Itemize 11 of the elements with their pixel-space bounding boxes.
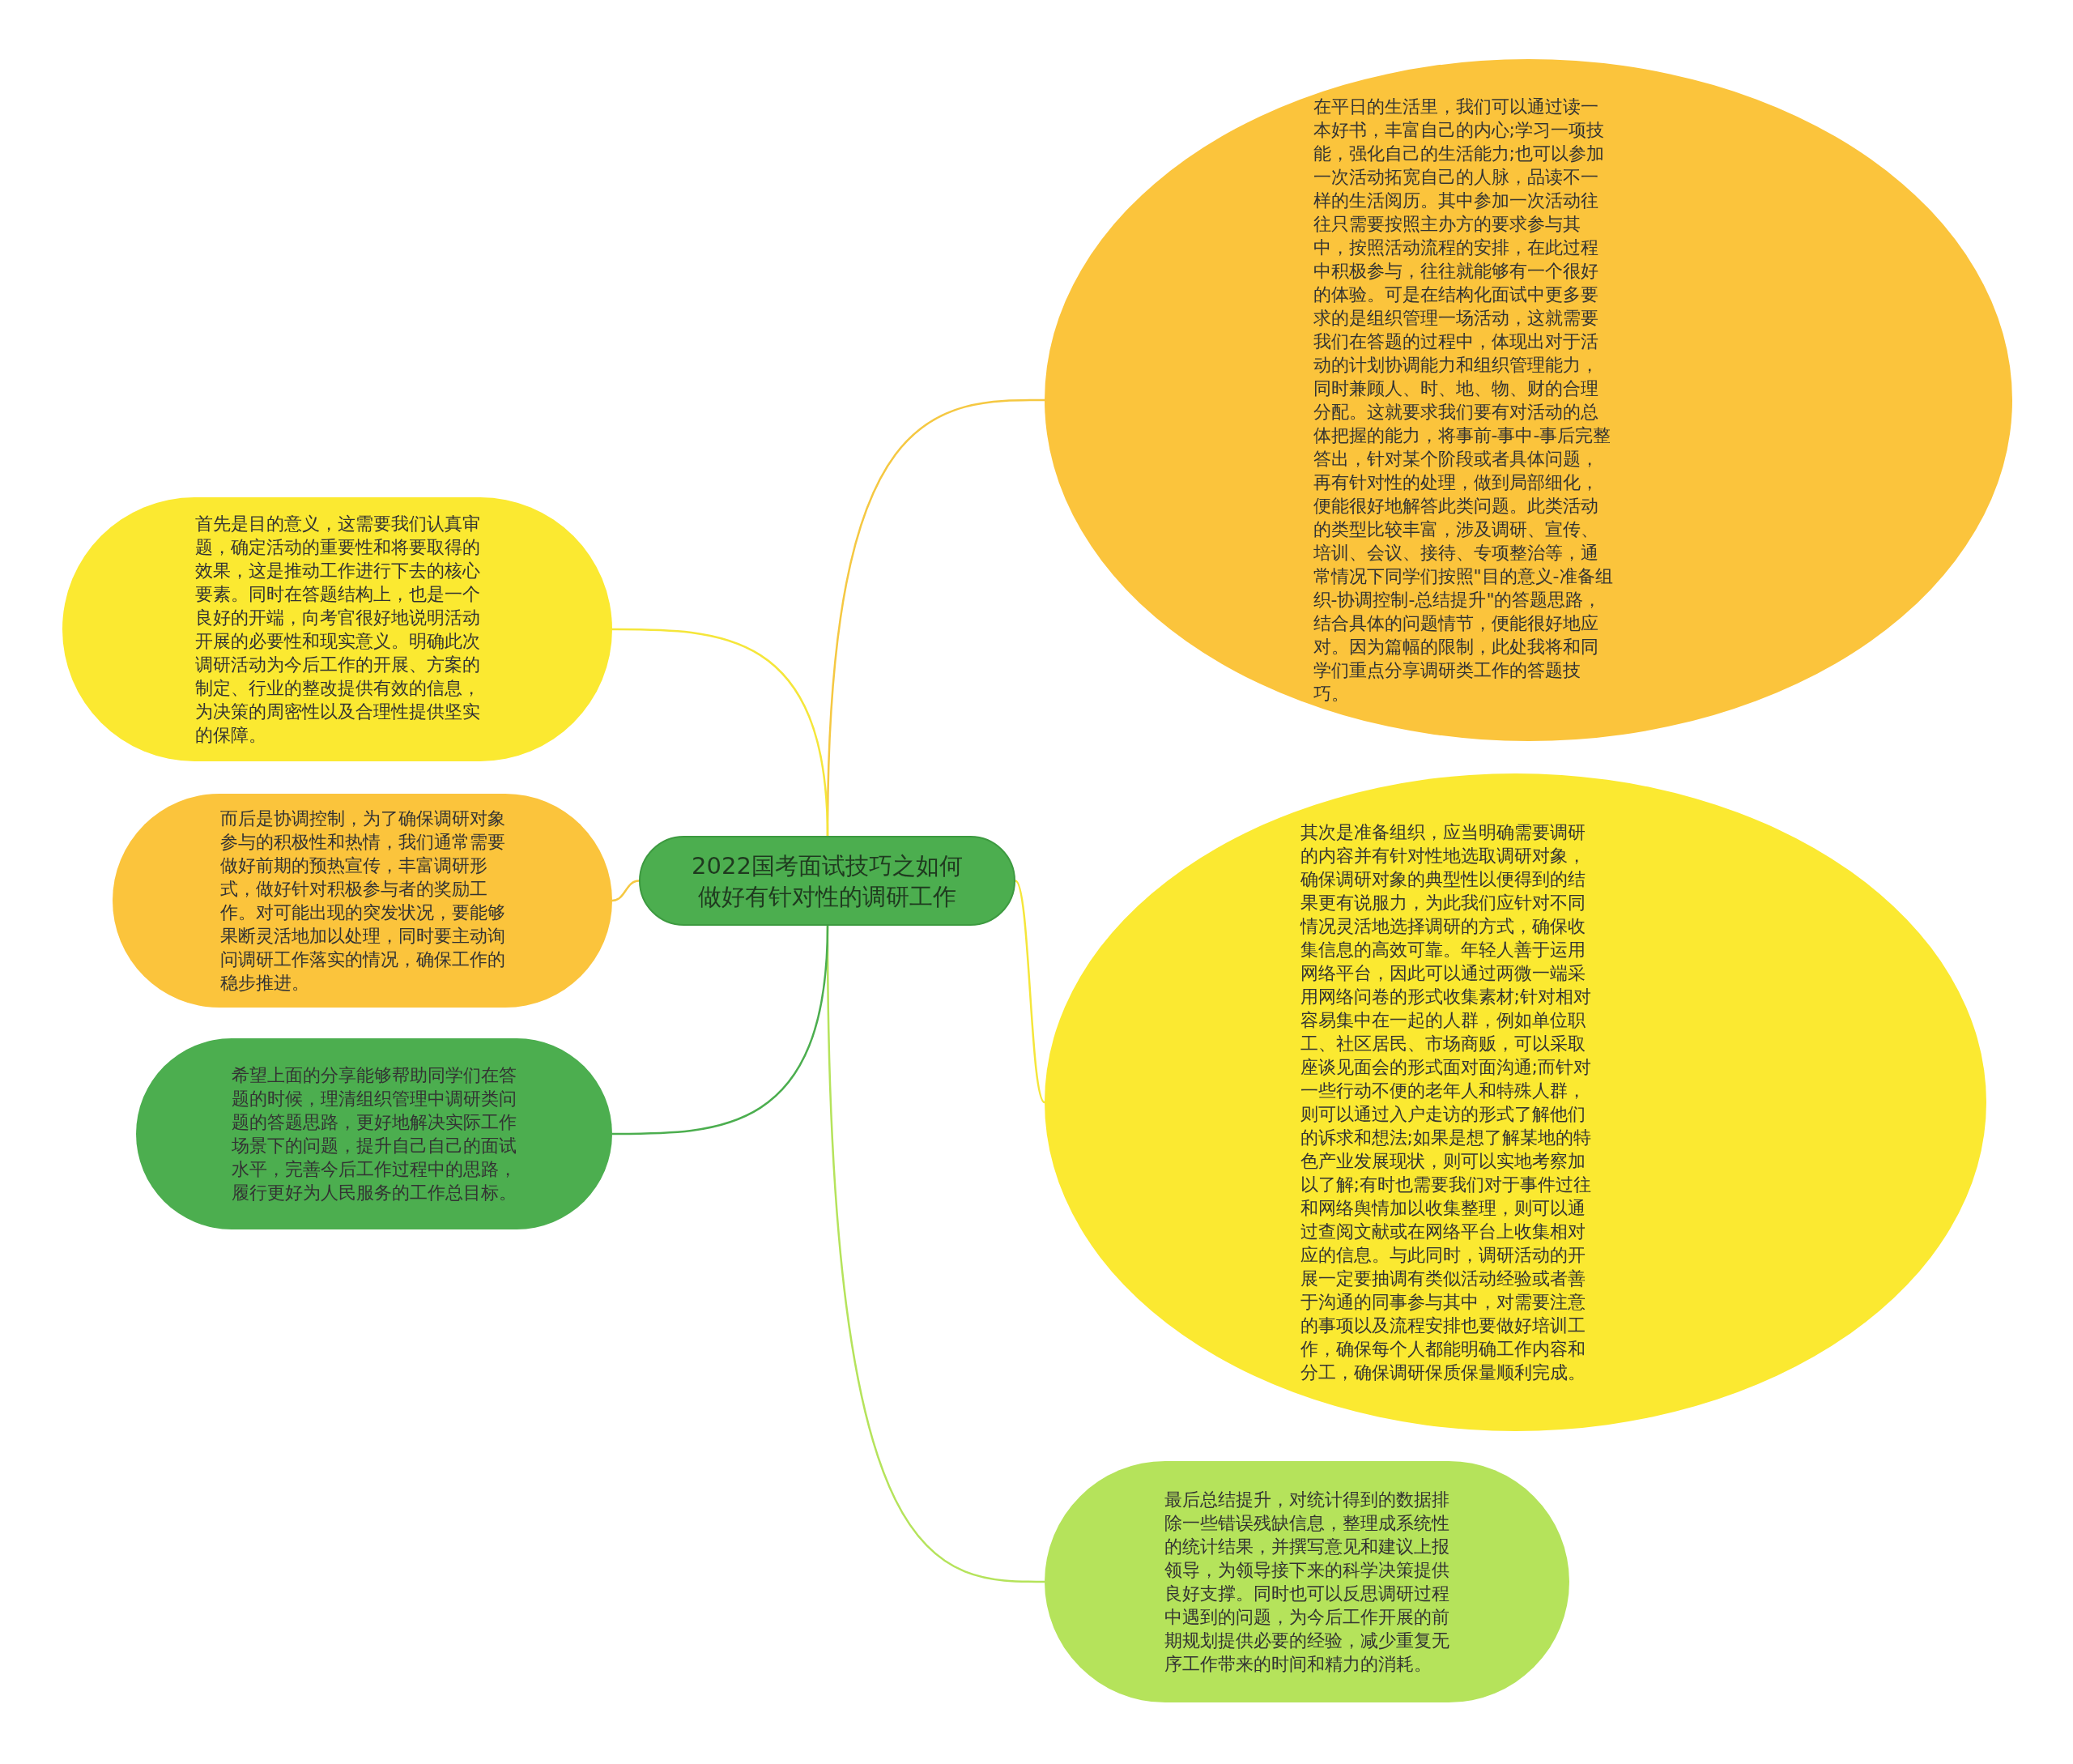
connector-line (611, 880, 640, 902)
connector-line (612, 925, 829, 1136)
body-text: 而后是协调控制，为了确保调研对象参与的积极性和热情，我们通常需要做好前期的预热宣传，丰富调研形式，做好针对积极参与者的奖励工作。对可能出现的突发状况，要能够果断灵活地加以处理，同时要主动询问调研工作落实的情况，确保工作的稳步推进。 (219, 807, 505, 995)
body-text: 最后总结提升，对统计得到的数据排除一些错误残缺信息，整理成系统性的统计结果，并撰写意见和建议上报领导，为领导接下来的科学决策提供良好支撑。同时也可以反思调研过程中遇到的问题，为今后工作开展的前期规划提供必要的经验，减少重复无序工作带来的时间和精力的消耗。 (1164, 1489, 1449, 1676)
topic-text: 2022国考面试技巧之如何做好有针对性的调研工作 (691, 850, 964, 912)
connector-line (1015, 880, 1045, 1103)
body-text: 首先是目的意义，这需要我们认真审题，确定活动的重要性和将要取得的效果，这是推动工作进行下去的核心要素。同时在答题结构上，也是一个良好的开端，向考官很好地说明活动开展的必要性和现实意义。明确此次调研活动为今后工作的开展、方案的制定、行业的整改提供有效的信息，为决策的周密性以及合理性提供坚实的保障。 (194, 513, 480, 747)
connector-line (612, 628, 829, 837)
body-text: 其次是准备组织，应当明确需要调研的内容并有针对性地选取调研对象，确保调研对象的典型性以便得到的结果更有说服力，为此我们应针对不同情况灵活地选择调研的方式，确保收集信息的高效可靠。年轻人善于运用网络平台，因此可以通过两微一端采用网络问卷的形式收集素材;针对相对容易集中在一起的人群，例如单位职工、社区居民、市场商贩，可以采取座谈见面会的形式面对面沟通;而针对一些行动不便的老年人和特殊人群，则可以通过入户走访的形式了解他们的诉求和想法;如果是想了解某地的特色产业发展现状，则可以实地考察加以了解;有时也需要我们对于事件过往和网络舆情加以收集整理，则可以通过查阅文献或在网络平台上收集相对应的信息。与此同时，调研活动的开展一定要抽调有类似活动经验或者善于沟通的同事参与其中，对需要注意的事项以及流程安排也要做好培训工作，确保每个人都能明确工作内容和分工，确保调研保质保量顺利完成。 (1300, 821, 1592, 1384)
body-text: 在平日的生活里，我们可以通过读一本好书，丰富自己的内心;学习一项技能，强化自己的生活能力;也可以参加一次活动拓宽自己的人脉，品读不一样的生活阅历。其中参加一次活动往往只需要按照主办方的要求参与其中，按照活动流程的安排，在此过程中积极参与，往往就能够有一个很好的体验。可是在结构化面试中更多要求的是组织管理一场活动，这就需要我们在答题的过程中，体现出对于活动的计划协调能力和组织管理能力，同时兼顾人、时、地、物、财的合理分配。这就要求我们要有对活动的总体把握的能力，将事前-事中-事后完整答出，针对某个阶段或者具体问题，再有针对性的处理，做到局部细化，便能很好地解答此类问题。此类活动的类型比较丰富，涉及调研、宣传、培训、会议、接待、专项整治等，通常情况下同学们按照"目的意义-准备组织-协调控制-总结提升"的答题思路，结合具体的问题情节，便能很好地应对。因为篇幅的限制，此处我将和同学们重点分享调研类工作的答题技巧。 (1313, 96, 1614, 705)
body-text: 希望上面的分享能够帮助同学们在答题的时候，理清组织管理中调研类问题的答题思路，更好地解决实际工作场景下的问题，提升自己自己的面试水平，完善今后工作过程中的思路，履行更好为人民服务的工作总目标。 (232, 1064, 517, 1204)
